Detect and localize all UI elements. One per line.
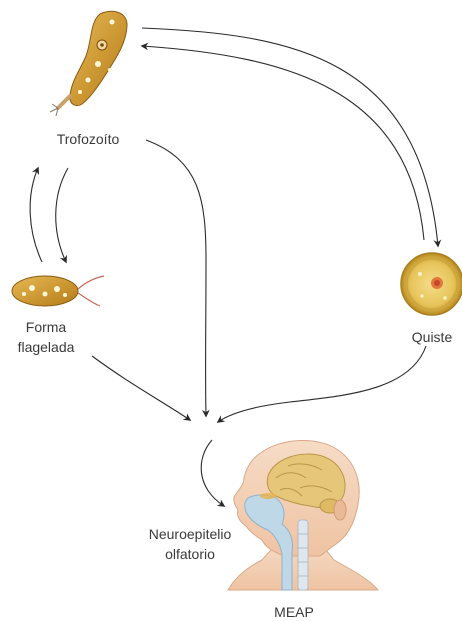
- arrow-cyst-to-neuro: [218, 346, 426, 422]
- label-flagellate-line1: Forma: [26, 319, 67, 335]
- arrow-trophozoite-to-flagellate: [56, 168, 68, 262]
- human-head-illustration: [228, 440, 378, 590]
- label-neuroepithelium-line2: olfatorio: [165, 546, 215, 562]
- cycle-arrows: [30, 28, 438, 506]
- arrow-flagellate-to-neuro: [92, 356, 190, 420]
- label-trophozoite: Trofozoíto: [57, 131, 120, 147]
- arrow-trophozoite-to-cyst: [142, 28, 438, 246]
- label-caption: MEAP: [274, 604, 314, 620]
- label-flagellate-line2: flagelada: [18, 339, 75, 355]
- label-cyst: Quiste: [412, 329, 453, 345]
- arrow-cyst-to-trophozoite: [142, 46, 424, 240]
- flagellate-illustration: [12, 276, 104, 306]
- trophozoite-illustration: [50, 11, 127, 116]
- cyst-illustration: [401, 253, 462, 315]
- arrow-trophozoite-to-neuro: [146, 140, 206, 416]
- arrow-flagellate-to-trophozoite: [30, 168, 42, 262]
- arrow-into-nasal-cavity: [201, 440, 224, 506]
- label-neuroepithelium-line1: Neuroepitelio: [149, 526, 232, 542]
